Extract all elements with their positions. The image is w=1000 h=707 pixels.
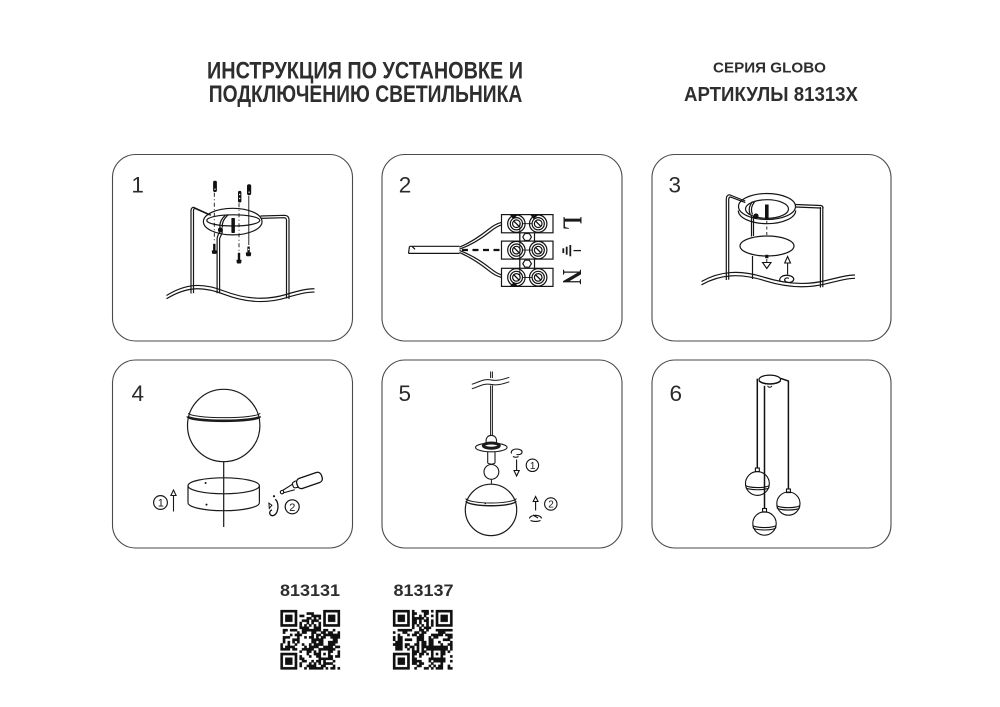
svg-text:813131: 813131 [280, 582, 340, 600]
svg-text:СЕРИЯ GLOBO: СЕРИЯ GLOBO [713, 59, 826, 76]
svg-text:ПОДКЛЮЧЕНИЮ СВЕТИЛЬНИКА: ПОДКЛЮЧЕНИЮ СВЕТИЛЬНИКА [209, 81, 523, 108]
svg-text:813137: 813137 [394, 582, 454, 600]
svg-text:ИНСТРУКЦИЯ ПО УСТАНОВКЕ И: ИНСТРУКЦИЯ ПО УСТАНОВКЕ И [207, 57, 523, 84]
svg-text:6: 6 [670, 381, 683, 406]
svg-text:2: 2 [289, 502, 295, 514]
svg-text:2: 2 [548, 500, 554, 511]
svg-text:5: 5 [399, 381, 412, 406]
svg-text:L: L [557, 217, 587, 230]
svg-text:1: 1 [158, 498, 164, 510]
svg-text:1: 1 [131, 173, 144, 198]
svg-text:1: 1 [530, 461, 536, 472]
svg-text:2: 2 [399, 173, 412, 198]
svg-text:3: 3 [668, 173, 681, 198]
svg-text:N: N [557, 269, 587, 284]
svg-text:АРТИКУЛЫ 81313X: АРТИКУЛЫ 81313X [684, 83, 858, 106]
svg-text:4: 4 [132, 381, 145, 406]
